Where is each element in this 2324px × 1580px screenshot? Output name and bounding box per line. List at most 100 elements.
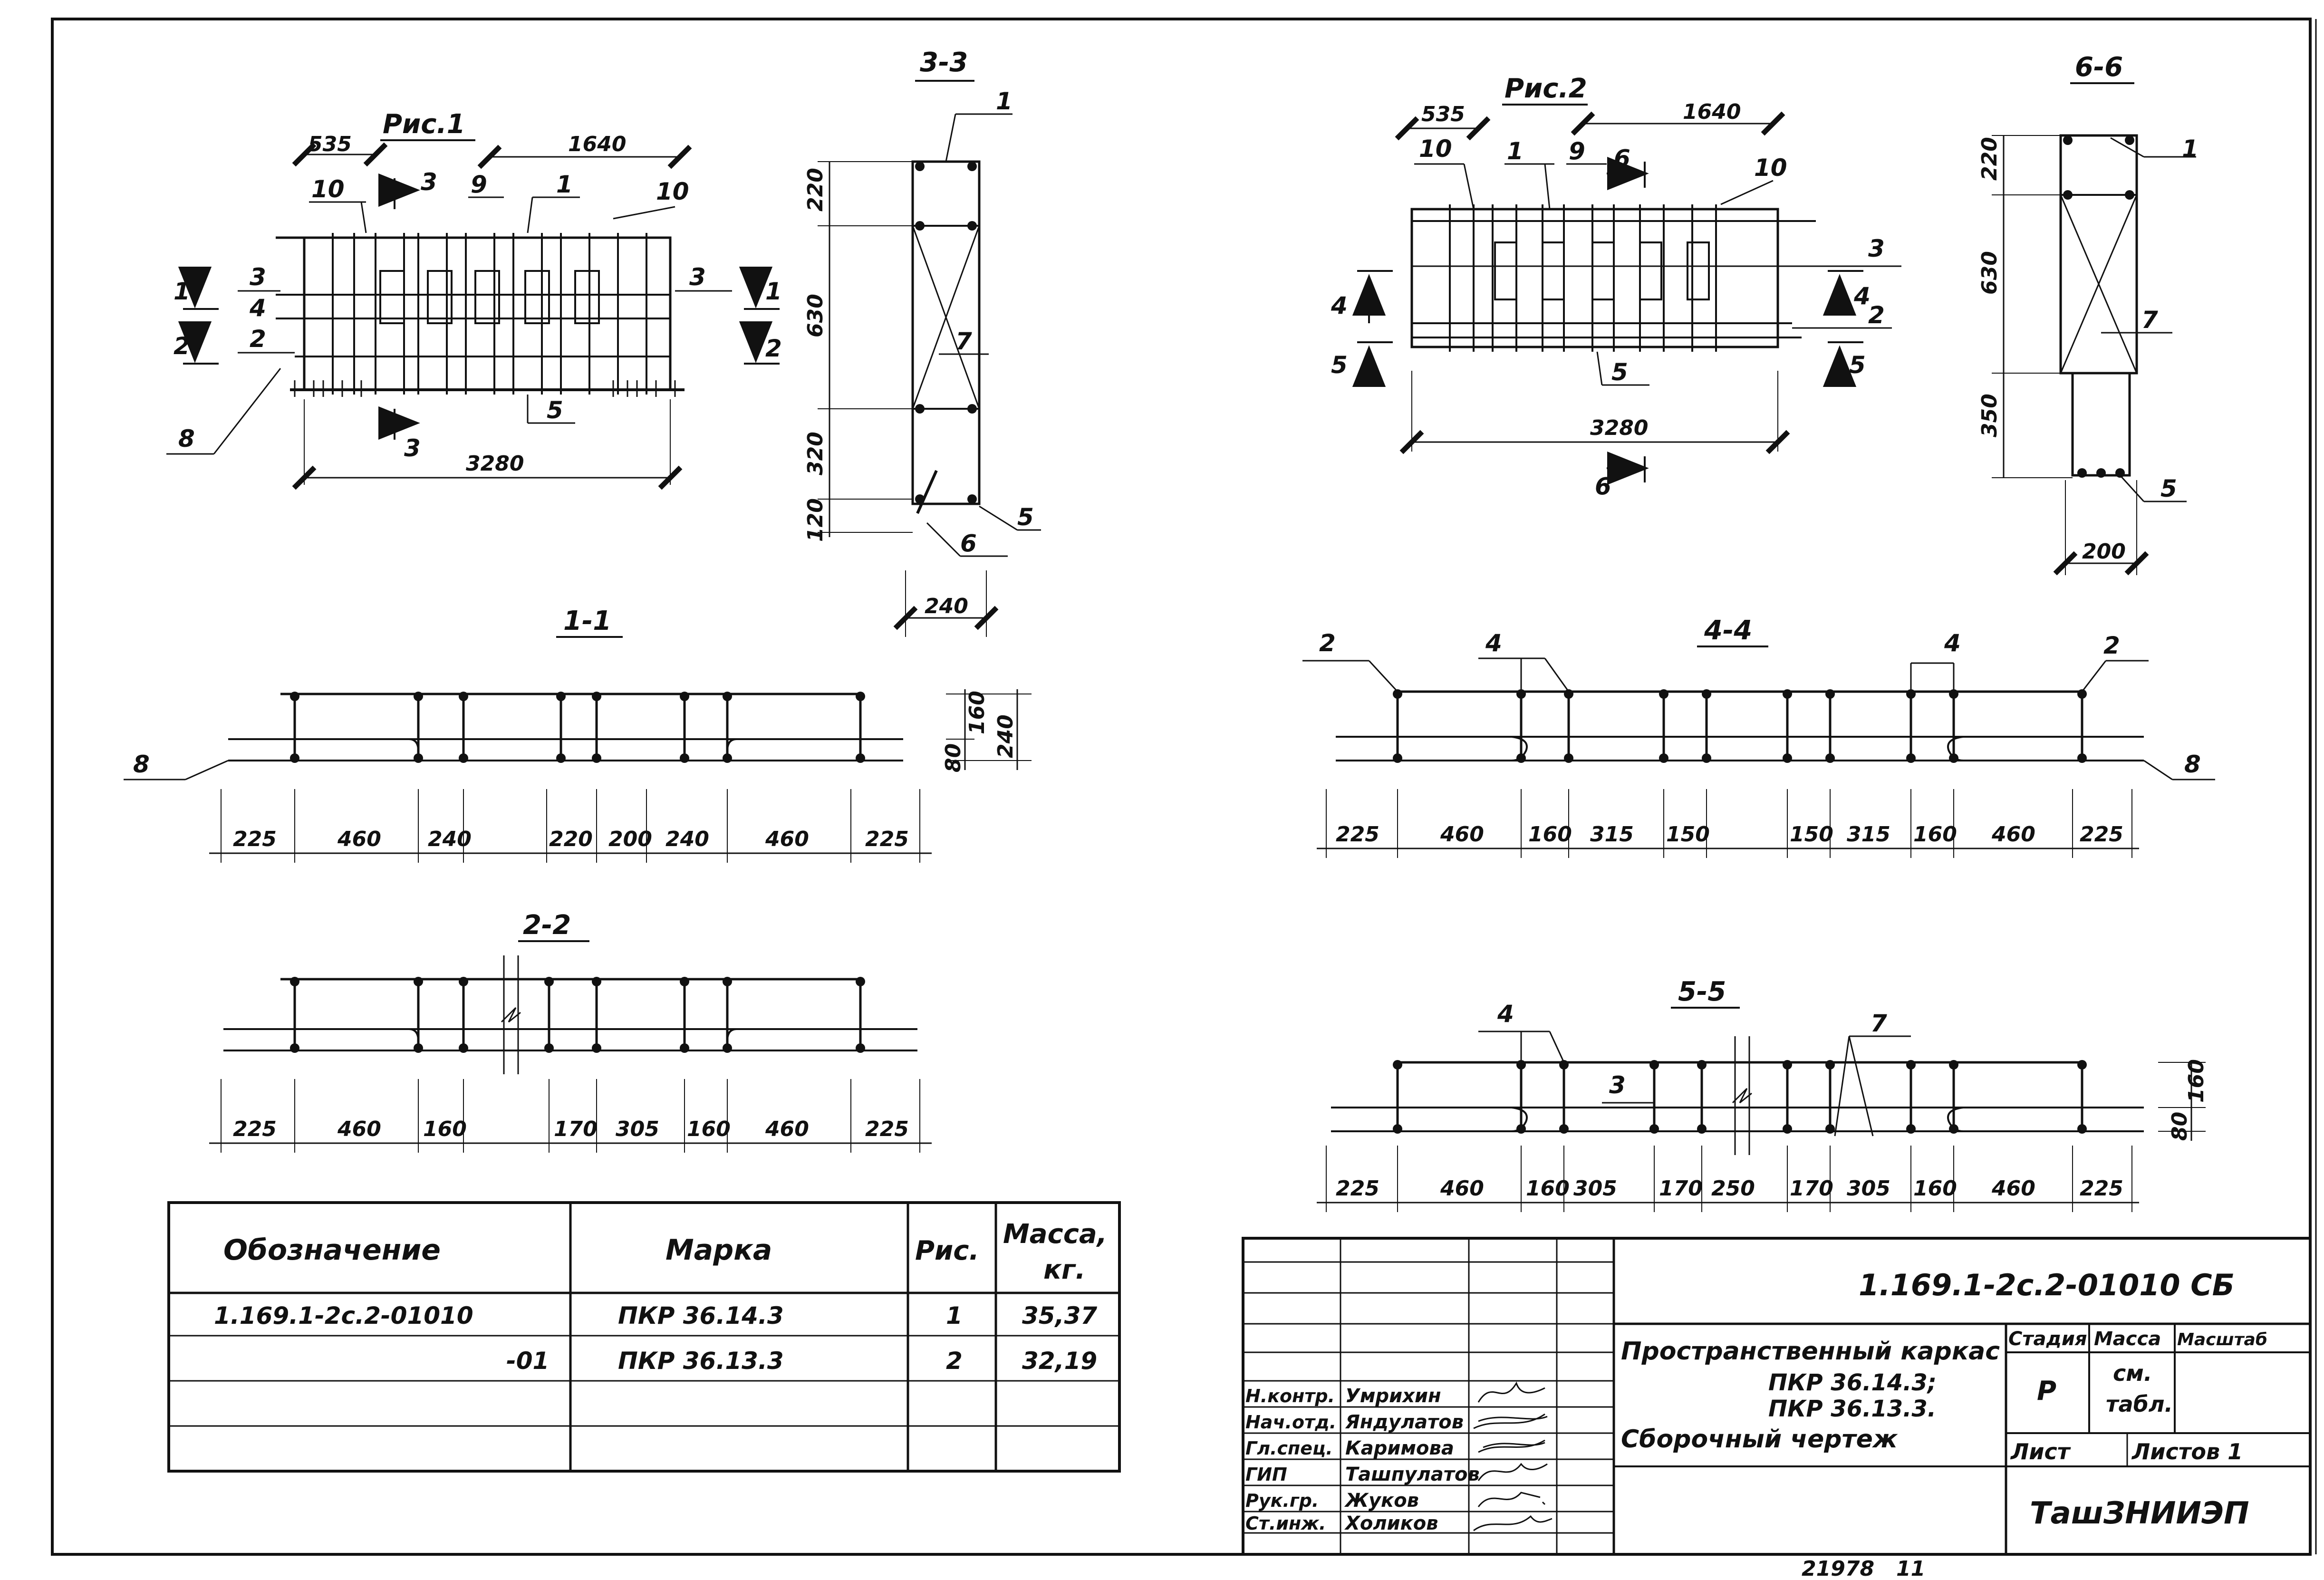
fig1-dim-535: 535: [308, 132, 352, 156]
sec33-dim-320: 320: [803, 432, 828, 475]
doc-name-line4: Сборочный чертеж: [1621, 1425, 1898, 1454]
fig1-dim-1640: 1640: [568, 132, 626, 156]
spec-header-mass: Масса,: [1003, 1219, 1107, 1250]
fig1-callout-3-left: 3: [250, 263, 266, 291]
sec55-dim-10: 225: [2080, 1176, 2123, 1201]
spec-row-1-fig: 2: [946, 1347, 963, 1375]
sec44-callout-8: 8: [2184, 751, 2201, 778]
sec55-dim-9: 460: [1991, 1176, 2035, 1201]
sec66-callout-1: 1: [2182, 135, 2199, 163]
sec33-dim-630: 630: [803, 294, 828, 337]
sec66-width-200: 200: [2082, 540, 2126, 564]
sec22-dim-1: 460: [337, 1117, 381, 1141]
figure-1: Рис.1 535 1640: [166, 109, 782, 490]
sec44-dim-0: 225: [1336, 822, 1379, 847]
sec33-dim-120: 120: [803, 498, 828, 542]
sec22-dim-5: 160: [687, 1117, 731, 1141]
spec-row-0-mass: 35,37: [1022, 1302, 1097, 1330]
sec55-callout-3: 3: [1609, 1071, 1626, 1099]
spec-row-0-designation: 1.169.1-2с.2-01010: [214, 1302, 473, 1330]
sec22-dim-0: 225: [233, 1117, 277, 1141]
fig2-callout-10-right: 10: [1754, 154, 1787, 182]
scale-header: Масштаб: [2177, 1330, 2267, 1349]
spec-row-1-designation: -01: [506, 1347, 549, 1375]
sec44-callout-4-left: 4: [1485, 629, 1502, 657]
doc-name-line3: ПКР 36.13.3.: [1768, 1396, 1936, 1422]
fig1-section-3-top: 3: [421, 168, 437, 196]
sec55-vdim-160: 160: [2184, 1059, 2208, 1103]
org-name: ТашЗНИИЭП: [2030, 1496, 2249, 1531]
stage-header: Стадия: [2008, 1328, 2087, 1350]
fig2-callout-10-left: 10: [1419, 135, 1452, 163]
sec44-callout-2-left: 2: [1319, 629, 1336, 657]
fig2-callout-9: 9: [1569, 137, 1585, 165]
fig1-section-1: 1: [174, 278, 190, 305]
doc-code: 1.169.1-2с.2-01010 СБ: [1859, 1268, 2235, 1302]
fig1-callout-2: 2: [250, 325, 266, 353]
sec11-dim-5: 240: [665, 827, 709, 851]
spec-row-1-mass: 32,19: [1022, 1347, 1097, 1375]
signer-name-1: Яндулатов: [1345, 1411, 1464, 1433]
sec55-dim-7: 305: [1847, 1176, 1890, 1201]
sec33-dim-220: 220: [803, 168, 828, 212]
sec11-dim-6: 460: [765, 827, 809, 851]
sec66-callout-5: 5: [2160, 475, 2177, 502]
sec22-dim-3: 170: [554, 1117, 598, 1141]
sec55-title: 5-5: [1678, 976, 1726, 1007]
sec44-dim-5: 150: [1790, 822, 1833, 847]
spec-header-mark: Марка: [665, 1233, 772, 1267]
sec22-dim-4: 305: [616, 1117, 659, 1141]
sec11-vdim-240: 240: [993, 714, 1018, 758]
title-block: Н.контр. Умрихин Нач.отд. Яндулатов Гл.с…: [1242, 1237, 2312, 1556]
doc-name-line2: ПКР 36.14.3;: [1768, 1369, 1937, 1396]
sec22-dim-6: 460: [765, 1117, 809, 1141]
sec44-dim-6: 315: [1847, 822, 1890, 847]
fig1-callout-5: 5: [547, 396, 563, 424]
sec44-dim-9: 225: [2080, 822, 2123, 847]
spec-table: Обозначение Марка Рис. Масса, кг. 1.169.…: [167, 1201, 1121, 1473]
fig2-callout-3: 3: [1868, 235, 1885, 262]
fig2-dim-3280: 3280: [1590, 416, 1648, 440]
sheet-frame: [51, 18, 2312, 1556]
fig1-callout-3-right: 3: [689, 263, 706, 291]
sec66-title: 6-6: [2075, 52, 2123, 83]
signer-role-0: Н.контр.: [1245, 1386, 1335, 1407]
fig1-title: Рис.1: [383, 109, 465, 140]
fig1-callout-9: 9: [471, 171, 487, 198]
spec-header-designation: Обозначение: [223, 1233, 441, 1267]
section-1-1: 1-1 8 225: [124, 606, 1032, 863]
sec11-dim-0: 225: [233, 827, 277, 851]
fig2-section-4-right: 4: [1853, 282, 1871, 310]
sec55-dim-2: 160: [1526, 1176, 1570, 1201]
sec44-callout-2-right: 2: [2103, 632, 2120, 659]
fig1-section-3-bottom: 3: [404, 434, 421, 462]
fig2-dim-1640: 1640: [1683, 100, 1741, 124]
mass-value-2: табл.: [2106, 1391, 2173, 1417]
section-3-3: 3-3 220 630 320 120 240 1 7: [803, 47, 1041, 637]
sec11-dim-4: 200: [608, 827, 652, 851]
fig2-callout-2: 2: [1868, 301, 1885, 329]
doc-name-line1: Пространственный каркас: [1621, 1337, 2000, 1366]
signer-role-2: Гл.спец.: [1245, 1438, 1333, 1459]
sec33-title: 3-3: [920, 47, 968, 78]
sec11-dim-2: 240: [428, 827, 472, 851]
sec55-dim-8: 160: [1913, 1176, 1957, 1201]
sec55-callout-7: 7: [1871, 1010, 1887, 1037]
section-6-6: 6-6 220 630 350 200 1 7 5: [1977, 52, 2199, 576]
sec66-dim-350: 350: [1977, 394, 2002, 437]
spec-row-0-fig: 1: [946, 1302, 963, 1330]
signer-name-0: Умрихин: [1345, 1385, 1441, 1407]
fig1-callout-8: 8: [178, 425, 195, 453]
sec33-callout-5: 5: [1017, 503, 1034, 531]
fig2-section-5-right: 5: [1849, 351, 1866, 379]
sec44-dim-8: 460: [1991, 822, 2035, 847]
mass-header: Масса: [2094, 1328, 2161, 1350]
signer-role-4: Рук.гр.: [1245, 1490, 1319, 1511]
sec11-vdim-80: 80: [941, 743, 965, 772]
fig1-section-2: 2: [174, 332, 190, 360]
section-5-5: 5-5 4 3 7: [1317, 976, 2208, 1212]
signer-name-2: Каримова: [1345, 1437, 1454, 1459]
spec-row-0-mark: ПКР 36.14.3: [618, 1302, 784, 1330]
sec44-dim-7: 160: [1913, 822, 1957, 847]
